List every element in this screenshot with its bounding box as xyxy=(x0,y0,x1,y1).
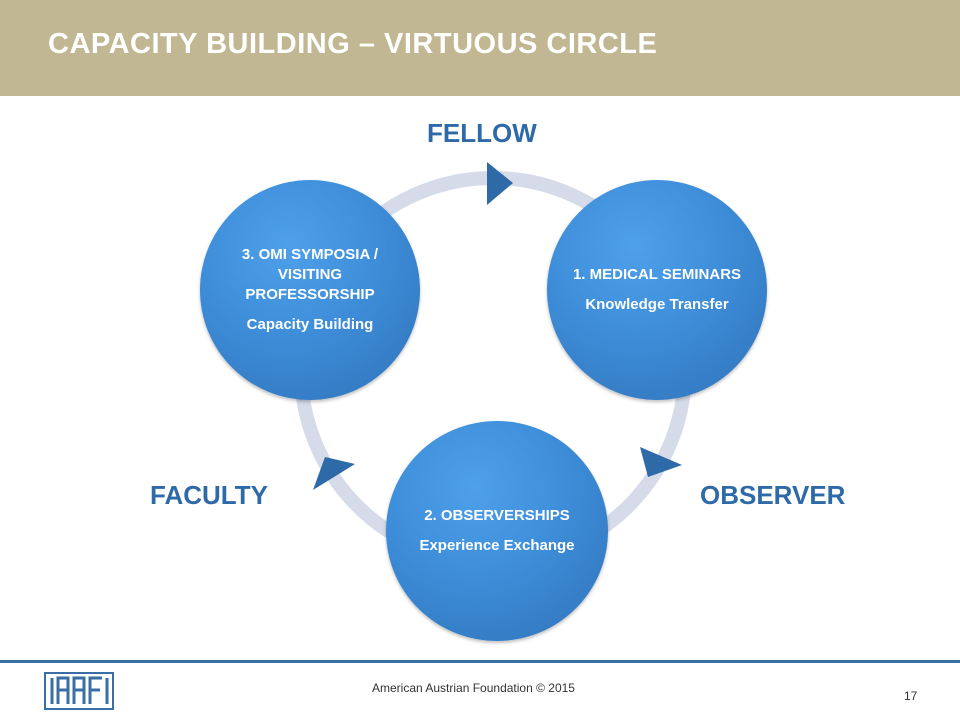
stage-label-faculty: FACULTY xyxy=(150,480,268,510)
node-subtitle: Knowledge Transfer xyxy=(585,296,729,313)
node-omi-symposia: 3. OMI SYMPOSIA / VISITING PROFESSORSHIP… xyxy=(200,180,420,400)
page-number: 17 xyxy=(904,689,918,703)
footer-copyright: American Austrian Foundation © 2015 xyxy=(372,681,575,695)
aaf-logo xyxy=(44,672,114,710)
node-heading: 1. MEDICAL SEMINARS xyxy=(572,266,742,283)
node-medical-seminars: 1. MEDICAL SEMINARS Knowledge Transfer xyxy=(547,180,767,400)
stage-label-fellow: FELLOW xyxy=(427,118,537,148)
node-heading: 3. OMI SYMPOSIA / VISITING PROFESSORSHIP xyxy=(241,246,379,303)
header-bar: CAPACITY BUILDING – VIRTUOUS CIRCLE xyxy=(0,0,960,96)
node-subtitle: Experience Exchange xyxy=(419,537,575,554)
node-heading: 2. OBSERVERSHIPS xyxy=(424,507,570,524)
cycle-arrow-left xyxy=(313,457,355,490)
virtuous-circle-diagram: FELLOW OBSERVER FACULTY 1. MEDICAL SEMIN… xyxy=(0,96,960,656)
node-observerships: 2. OBSERVERSHIPS Experience Exchange xyxy=(386,421,608,641)
stage-label-observer: OBSERVER xyxy=(700,480,846,510)
cycle-arrow-top xyxy=(487,162,513,205)
cycle-arrow-right xyxy=(640,447,682,477)
slide-title: CAPACITY BUILDING – VIRTUOUS CIRCLE xyxy=(48,28,658,60)
node-subtitle: Capacity Building xyxy=(246,316,374,333)
footer-divider xyxy=(0,660,960,663)
